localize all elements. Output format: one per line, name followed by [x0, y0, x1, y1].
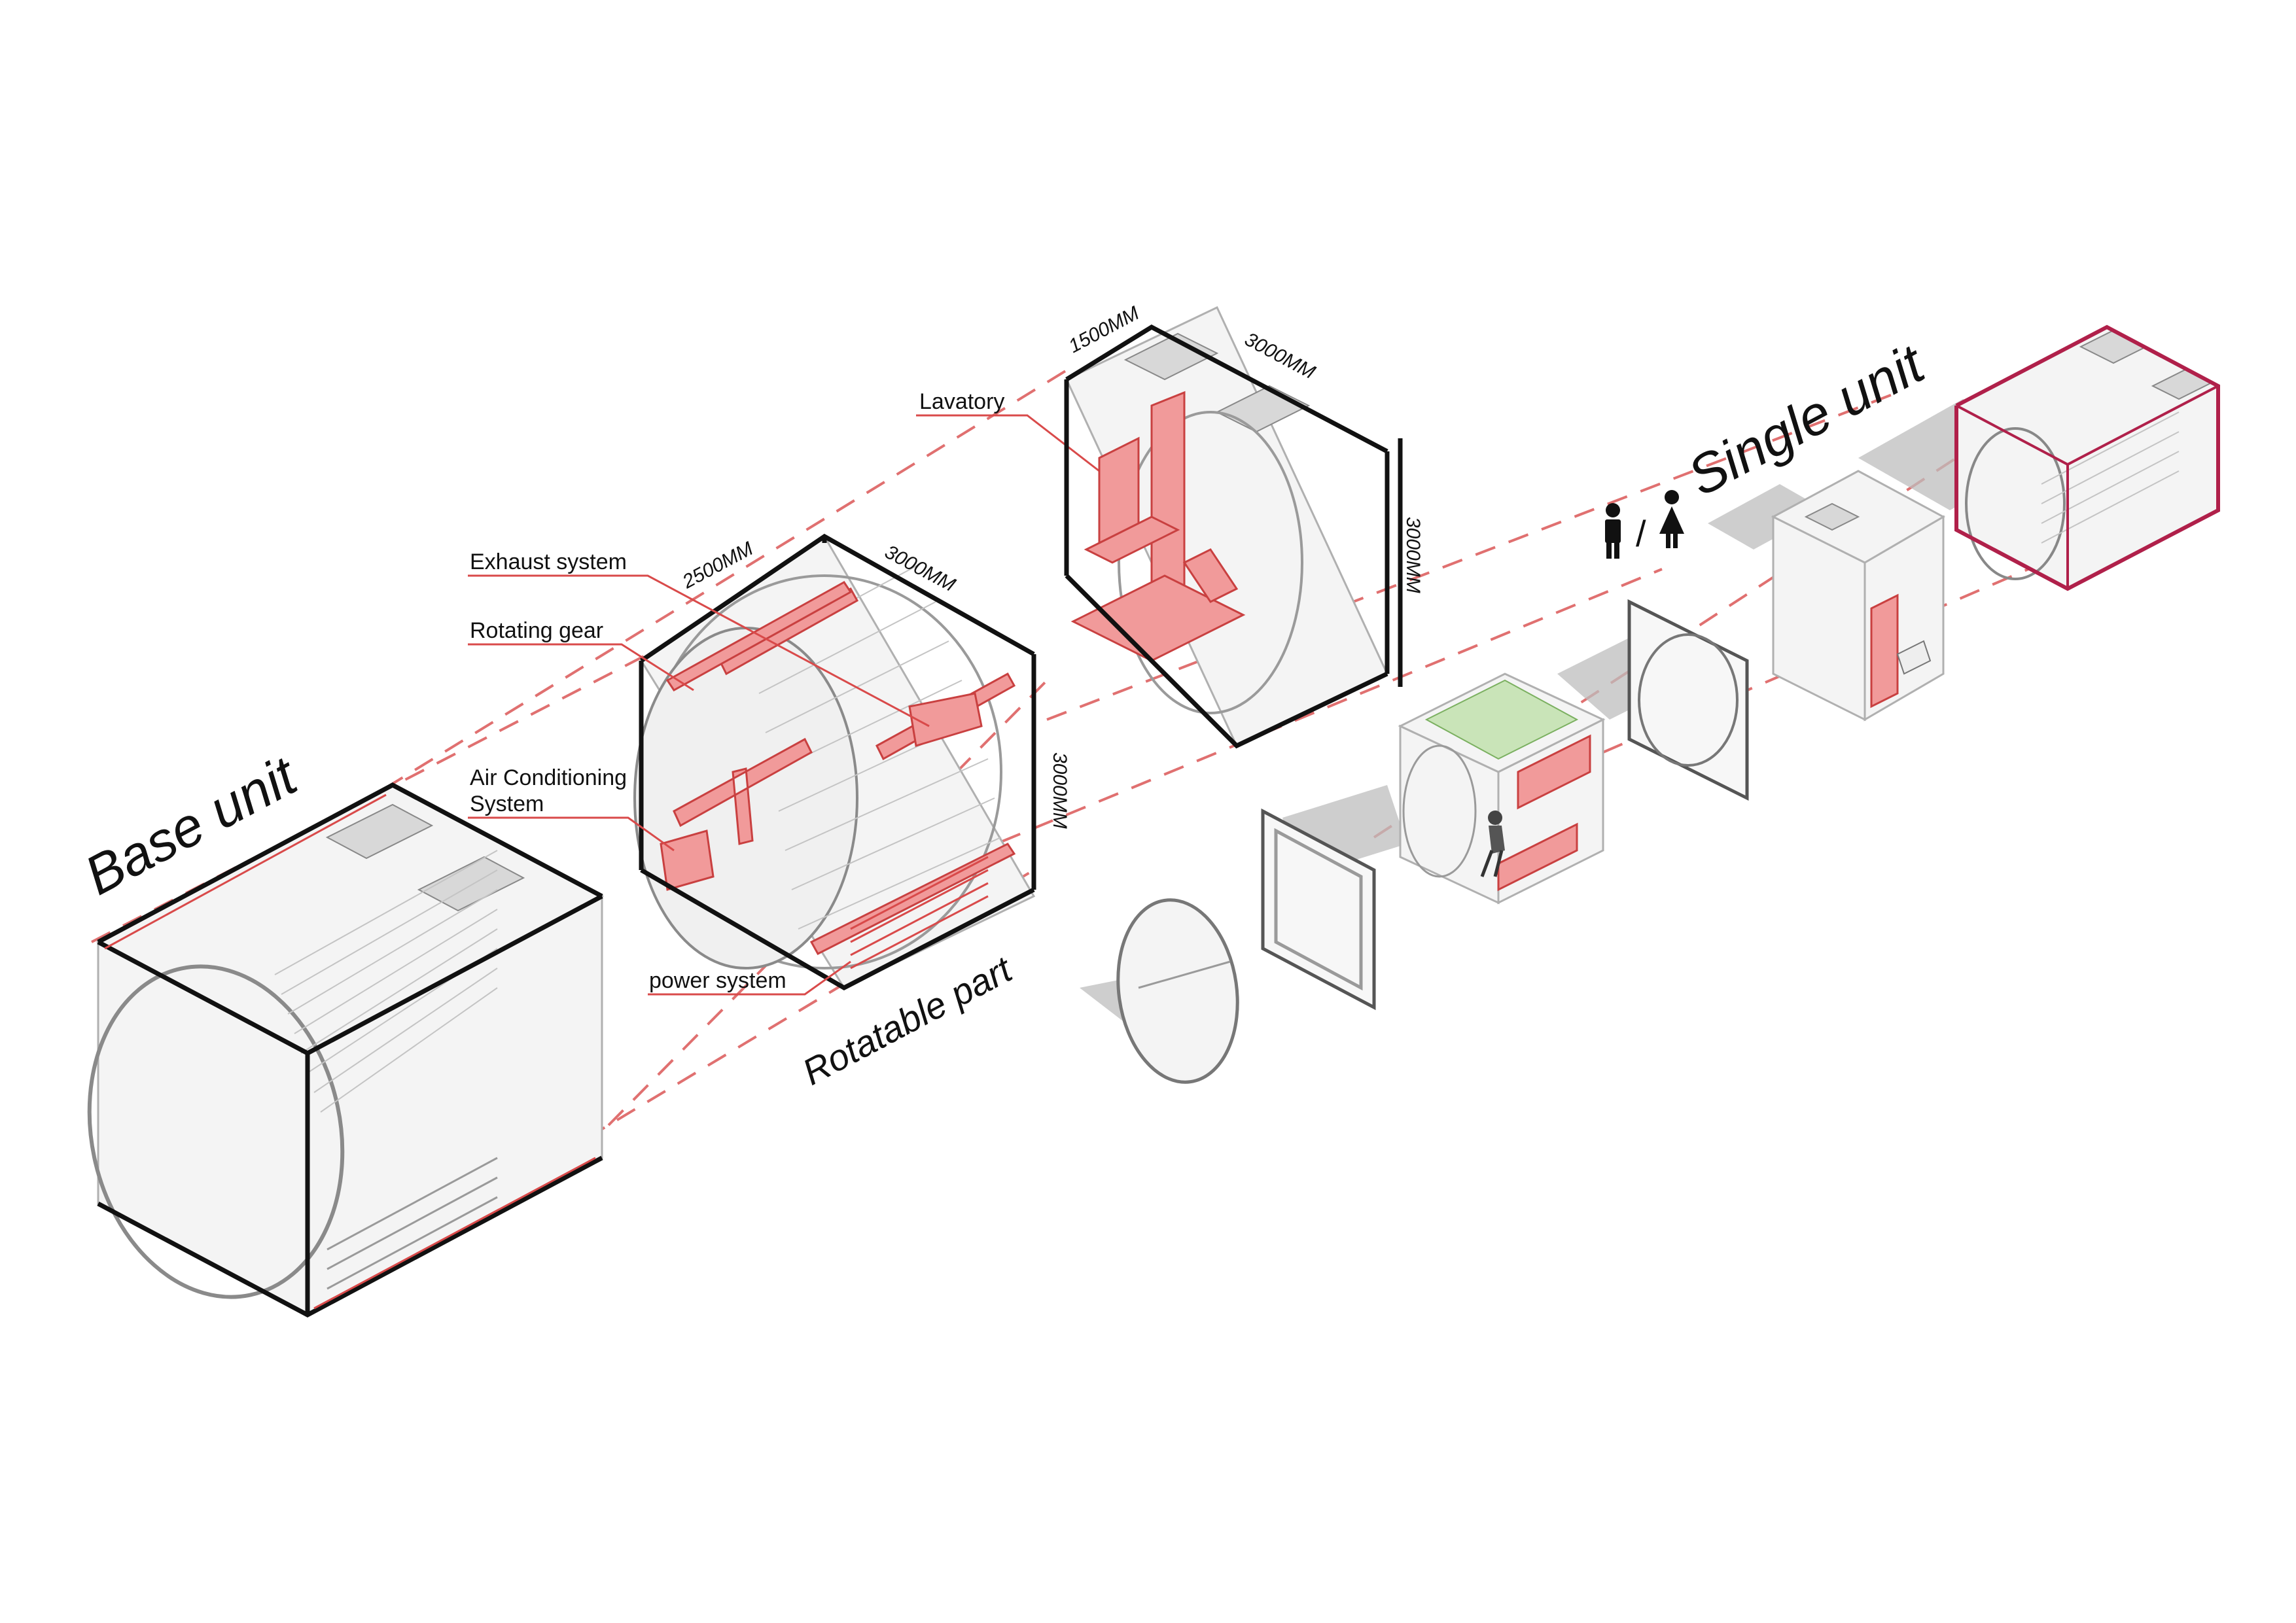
callout-leaders — [468, 414, 1100, 996]
restroom-pod — [1708, 470, 1946, 722]
disc-panel — [1080, 898, 1239, 1084]
lavatory-module — [1064, 305, 1403, 749]
seating-module — [1398, 672, 1606, 905]
power-system-label: power system — [649, 968, 786, 993]
female-figure-icon — [1659, 490, 1684, 548]
lavatory-floor-plate — [1070, 574, 1246, 662]
lavatory-width-dimension: 3000MM — [1241, 328, 1319, 383]
restroom-toilet — [1896, 640, 1932, 675]
base-power-cells — [327, 1157, 498, 1290]
lavatory-step — [1182, 548, 1239, 603]
air-conditioning-label-line2: System — [470, 792, 544, 816]
male-figure-icon — [1605, 503, 1621, 559]
exhaust-system-label: Exhaust system — [470, 550, 627, 574]
gender-separator: / — [1636, 513, 1646, 554]
exhaust-outlet — [908, 692, 983, 747]
base-unit — [87, 782, 605, 1318]
restroom-fixture-red — [1870, 593, 1899, 708]
rotatable-height-dimension: 3000MM — [1049, 752, 1070, 829]
single-unit-title: Single unit — [1678, 332, 1935, 508]
frame-panel-front — [1261, 785, 1407, 1011]
air-conditioning-unit — [660, 829, 715, 891]
lavatory-counter — [1098, 436, 1140, 545]
seat-lower — [1497, 822, 1578, 892]
lavatory-height-dimension: 3000MM — [1402, 517, 1424, 593]
lavatory-label: Lavatory — [919, 389, 1004, 414]
air-conditioning-pipes — [673, 737, 813, 845]
rotatable-part — [633, 533, 1036, 990]
rotatable-part-title: Rotatable part — [796, 948, 1019, 1093]
air-conditioning-label-line1: Air Conditioning — [470, 765, 627, 790]
rotatable-power-cells — [850, 856, 989, 969]
rotating-gear-bottom — [809, 843, 1016, 955]
seated-person-figure — [1480, 811, 1505, 877]
base-drum-ribs — [274, 850, 498, 1113]
seat-upper — [1517, 734, 1591, 810]
single-unit — [1858, 324, 2221, 591]
greenery-roof — [1424, 679, 1579, 760]
frame-panel-rear — [1557, 599, 1749, 801]
rotating-gear-label: Rotating gear — [470, 618, 603, 643]
